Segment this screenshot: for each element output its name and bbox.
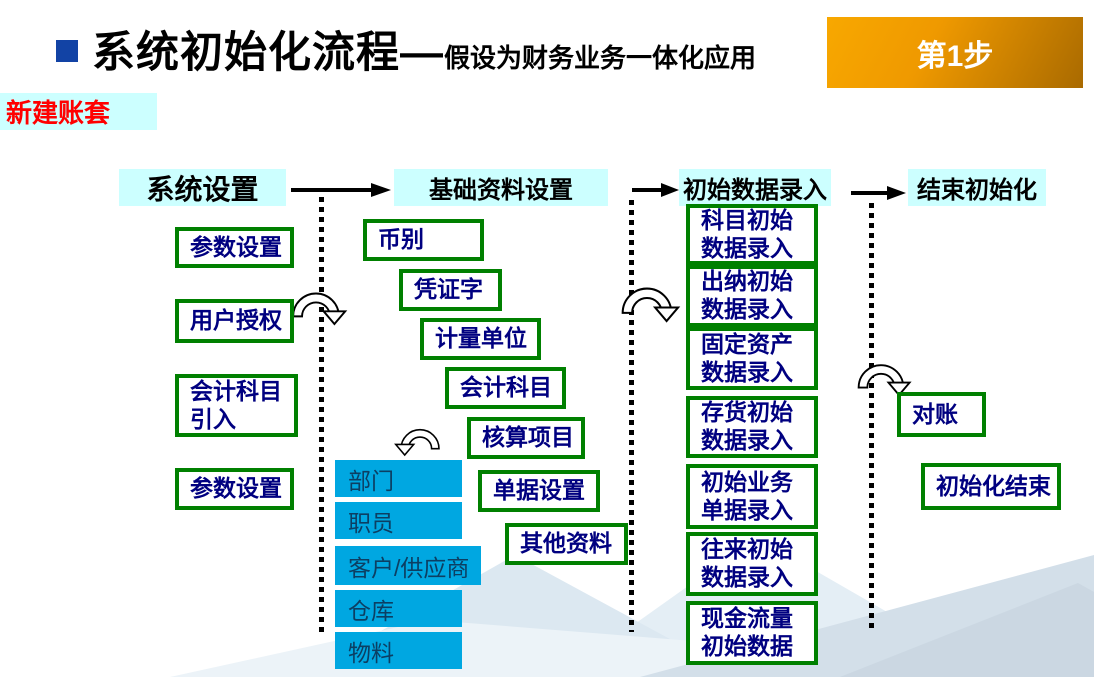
flow-node: 计量单位 (420, 318, 541, 360)
column-header-system-setup: 系统设置 (119, 169, 286, 206)
flow-node-blue: 物料 (335, 632, 462, 669)
loop-arrow-icon (621, 287, 681, 323)
flow-node: 会计科目引入 (175, 374, 298, 437)
column-header-initial-entry: 初始数据录入 (679, 169, 831, 206)
flow-node: 凭证字 (399, 269, 502, 311)
flow-node: 往来初始数据录入 (686, 532, 818, 596)
loop-arrow-icon (857, 364, 912, 397)
loop-arrow-icon (394, 428, 440, 457)
flow-node: 初始化结束 (921, 463, 1061, 510)
flow-node: 用户授权 (175, 299, 294, 343)
flow-node: 出纳初始数据录入 (686, 265, 818, 327)
flow-node: 参数设置 (175, 227, 294, 268)
flow-node: 存货初始数据录入 (686, 396, 818, 458)
page-title-main: 系统初始化流程— (92, 29, 444, 77)
flow-arrow-icon (291, 183, 391, 197)
flow-node: 固定资产数据录入 (686, 327, 818, 390)
title-bullet-icon (56, 40, 78, 62)
column-header-finish-init: 结束初始化 (908, 169, 1046, 206)
page-title: 系统初始化流程— 假设为财务业务一体化应用 (92, 18, 756, 80)
flow-node: 会计科目 (445, 367, 566, 409)
new-account-label: 新建账套 (0, 93, 157, 130)
flow-node-blue: 客户/供应商 (335, 546, 481, 585)
flow-node: 其他资料 (505, 523, 628, 565)
flow-arrow-icon (632, 183, 679, 197)
flow-node: 参数设置 (175, 468, 294, 510)
dotted-separator (319, 197, 324, 637)
flow-arrow-icon (851, 186, 906, 200)
dotted-separator (629, 200, 634, 632)
flow-node-blue: 部门 (335, 460, 462, 497)
step-badge: 第1步 (827, 17, 1083, 88)
page-title-subtitle: 假设为财务业务一体化应用 (444, 43, 757, 73)
flow-node: 币别 (363, 219, 484, 261)
flow-node: 单据设置 (478, 470, 600, 512)
flow-node-blue: 仓库 (335, 590, 462, 627)
column-header-basic-data: 基础资料设置 (394, 169, 608, 206)
flow-node: 科目初始数据录入 (686, 204, 818, 265)
dotted-separator (869, 203, 874, 633)
flow-node: 对账 (897, 392, 986, 437)
flow-node: 核算项目 (467, 417, 585, 459)
flow-node-blue: 职员 (335, 502, 462, 539)
flow-node: 初始业务单据录入 (686, 464, 818, 529)
flow-node: 现金流量初始数据 (686, 601, 818, 665)
loop-arrow-icon (292, 292, 348, 326)
